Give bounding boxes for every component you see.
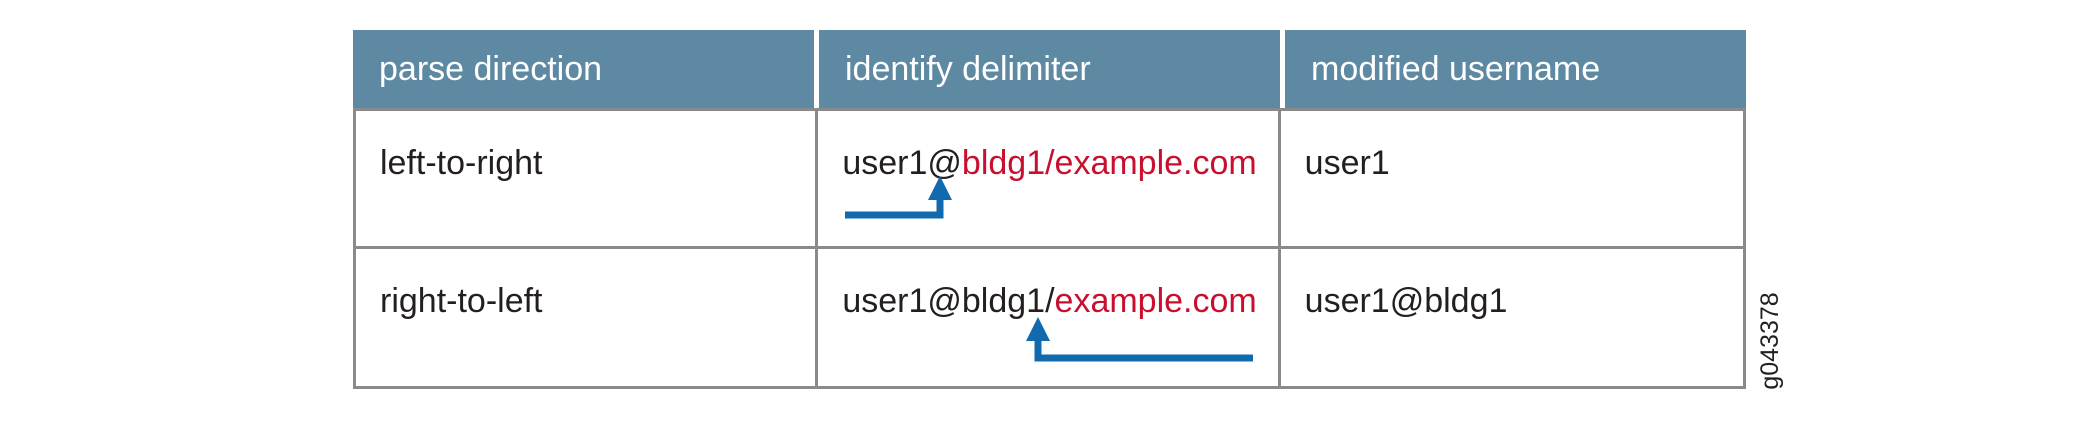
username-highlight-part: example.com [1054,281,1257,320]
delimiter-arrow-icon-row2 [1026,317,1253,362]
table-body: left-to-right user1@bldg1/example.com us… [353,108,1746,389]
cell-row2-identify-delimiter: user1@bldg1/example.com [818,248,1281,386]
cell-row1-parse-direction: left-to-right [356,111,819,249]
parse-direction-value: left-to-right [380,144,543,182]
header-cell-modified-username: modified username [1285,30,1746,108]
username-highlight-part: bldg1/example.com [961,144,1257,182]
header-label-modified-username: modified username [1311,49,1601,88]
header-label-parse-direction: parse direction [379,49,603,88]
delimiter-arrow-icon-row1 [845,176,952,219]
cell-row1-identify-delimiter: user1@bldg1/example.com [818,111,1281,249]
table-header-row: parse direction identify delimiter modif… [353,30,1746,108]
header-cell-identify-delimiter: identify delimiter [819,30,1280,108]
cell-row2-modified-username: user1@bldg1 [1281,249,1743,387]
header-label-identify-delimiter: identify delimiter [845,49,1091,88]
cell-row1-modified-username: user1 [1280,111,1743,249]
username-plain-part: user1@bldg1/ [842,281,1055,320]
figure-id-label: g043378 [1756,292,1784,390]
header-cell-parse-direction: parse direction [353,30,814,108]
username-plain-part: user1@ [842,144,962,182]
cell-row2-parse-direction: right-to-left [356,248,819,386]
modified-username-value: user1 [1304,144,1390,182]
parse-direction-value: right-to-left [380,281,543,320]
modified-username-value: user1@bldg1 [1304,281,1508,320]
username-parsing-table: parse direction identify delimiter modif… [353,30,1746,389]
